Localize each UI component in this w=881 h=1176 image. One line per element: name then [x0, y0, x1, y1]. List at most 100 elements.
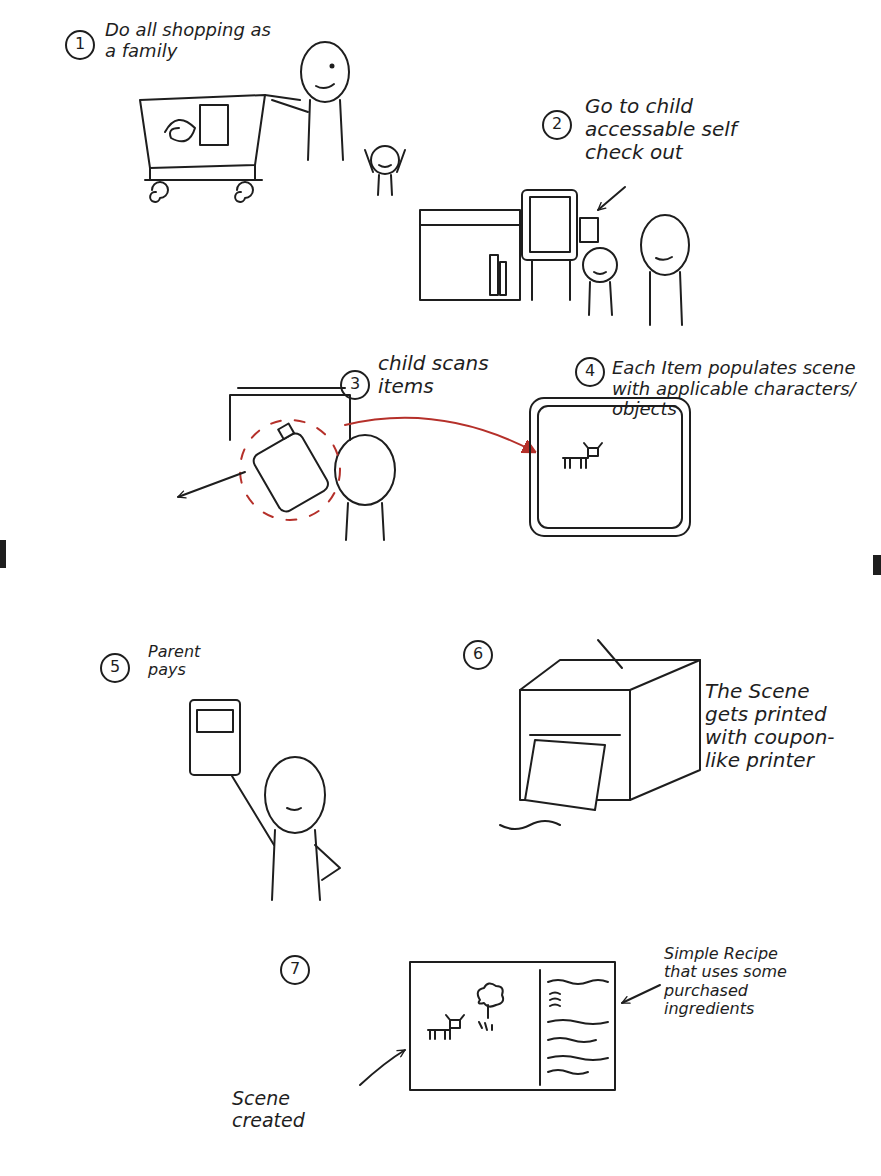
printed-coupon: [478, 983, 503, 1006]
child-figure: [365, 146, 405, 195]
adult-figure: [272, 830, 275, 900]
shopping-cart: [149, 168, 151, 180]
step-circle: [576, 358, 604, 386]
child-figure: [378, 175, 379, 195]
payment-terminal: [190, 700, 240, 775]
step-number: 6: [464, 645, 492, 663]
coupon-printer: [598, 640, 622, 668]
child-figure: [346, 503, 348, 540]
payment-terminal: [197, 710, 233, 732]
scan-edge-mark: [0, 540, 881, 575]
step-note: Scene created: [232, 1088, 367, 1132]
printed-coupon: [479, 1022, 492, 1030]
self-checkout: [420, 210, 520, 300]
adult-figure: [316, 84, 334, 88]
self-checkout: [580, 218, 598, 242]
shopping-cart: [140, 95, 265, 168]
step-circle: [101, 654, 129, 682]
self-checkout: [420, 224, 520, 226]
printed-coupon: [548, 1056, 608, 1060]
self-checkout: [531, 260, 533, 300]
step-number: 4: [576, 362, 604, 380]
coupon-printer: [630, 660, 700, 800]
self-checkout: [569, 260, 571, 300]
self-checkout: [522, 190, 577, 260]
step-note: Do all shopping as a family: [105, 20, 280, 61]
scanner-frame: [230, 388, 350, 440]
scan-highlight: [345, 418, 535, 452]
adult-figure: [641, 215, 689, 275]
scanner-frame: [230, 395, 350, 440]
self-checkout: [598, 187, 625, 210]
child-figure: [382, 503, 384, 540]
shopping-cart: [265, 95, 300, 100]
adult-figure: [315, 845, 340, 880]
adult-figure: [649, 272, 651, 325]
adult-figure: [287, 808, 301, 810]
shopping-cart: [145, 179, 262, 181]
shopping-cart: [200, 105, 228, 145]
milk-jug: [278, 423, 294, 439]
child-figure: [583, 248, 617, 315]
step-note: Simple Recipe that uses some purchased i…: [664, 945, 789, 1019]
printed-coupon: [622, 985, 660, 1003]
child-figure: [335, 435, 395, 540]
child-figure: [589, 282, 590, 315]
child-figure: [594, 272, 606, 274]
step-number: 3: [341, 375, 369, 393]
adult-figure: [680, 272, 682, 325]
adult-figure: [232, 776, 274, 845]
self-checkout: [500, 262, 506, 295]
adult-figure: [340, 100, 343, 160]
adult-figure: [272, 100, 308, 112]
step-note: Each Item populates scene with applicabl…: [612, 358, 867, 420]
self-checkout: [420, 187, 625, 300]
step-note: child scans items: [378, 352, 508, 398]
adult-figure: [308, 100, 310, 160]
child-figure: [335, 435, 395, 505]
shopping-cart: [254, 165, 256, 180]
scan-edge-mark: [873, 555, 881, 575]
coupon-printer: [525, 740, 605, 810]
child-figure: [610, 282, 612, 315]
scan-highlight: [240, 420, 340, 520]
printed-coupon: [548, 980, 608, 984]
step-note: Parent pays: [148, 643, 238, 680]
step-number: 5: [101, 658, 129, 676]
step-note: The Scene gets printed with coupon-like …: [705, 680, 855, 772]
step-number: 2: [543, 115, 571, 133]
scan-highlight: [178, 472, 245, 497]
printed-coupon: [548, 1070, 588, 1074]
scan-edge-mark: [0, 540, 6, 568]
coupon-printer: [500, 821, 560, 829]
adult-figure: [272, 42, 349, 160]
adult-figure: [656, 257, 672, 260]
printed-coupon: [548, 1038, 596, 1042]
scanner-frame: [238, 387, 345, 389]
adult-figure: [331, 65, 334, 68]
shopping-cart: [235, 182, 253, 202]
step-circle: [66, 31, 604, 984]
scene-screen: [563, 443, 602, 468]
printed-coupon: [360, 962, 660, 1090]
coupon-printer: [520, 660, 700, 690]
shopping-cart: [165, 120, 195, 141]
printed-coupon: [548, 1020, 608, 1024]
self-checkout: [490, 255, 498, 295]
printed-coupon: [428, 1015, 464, 1039]
step-circle: [464, 641, 492, 669]
step-number: 7: [281, 960, 309, 978]
step-number: 1: [66, 35, 94, 53]
child-figure: [391, 175, 392, 195]
adult-figure: [265, 757, 325, 833]
coupon-printer: [500, 640, 700, 829]
scene-screen: [538, 406, 682, 528]
shopping-cart: [150, 182, 168, 202]
adult-figure: [315, 830, 320, 900]
step-note: Go to child accessable self check out: [585, 95, 755, 164]
child-figure: [371, 146, 399, 174]
coupon-printer: [530, 734, 620, 736]
printed-coupon: [539, 970, 541, 1085]
child-figure: [365, 150, 373, 172]
